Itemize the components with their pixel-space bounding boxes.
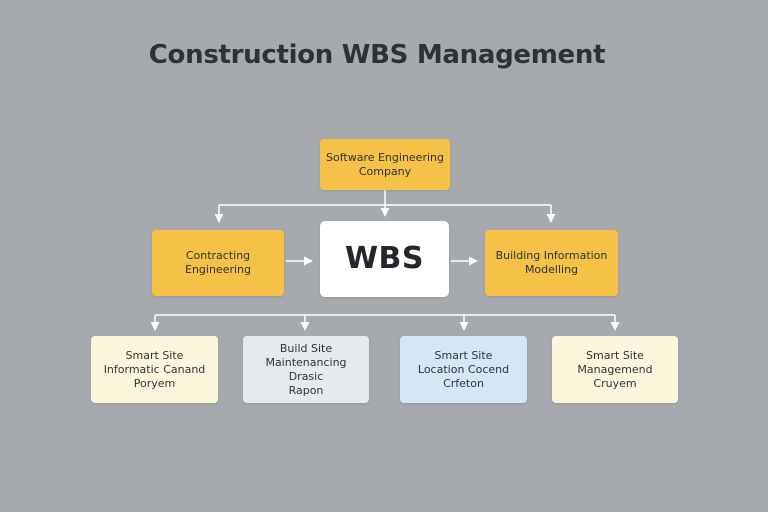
node-software-engineering: Software Engineering Company [320,139,450,190]
node-smart-site-informatic: Smart Site Informatic Canand Poryem [91,336,218,403]
node-build-site: Build Site Maintenancing Drasic Rapon [243,336,369,403]
node-smart-site-management: Smart Site Managemend Cruyem [552,336,678,403]
page-title: Construction WBS Management [148,40,606,70]
node-building-information-modelling: Building Information Modelling [485,230,618,296]
node-contracting-engineering: Contracting Engineering [152,230,284,296]
node-smart-site-location: Smart Site Location Cocend Crfeton [400,336,527,403]
node-wbs-center: WBS [320,221,449,297]
